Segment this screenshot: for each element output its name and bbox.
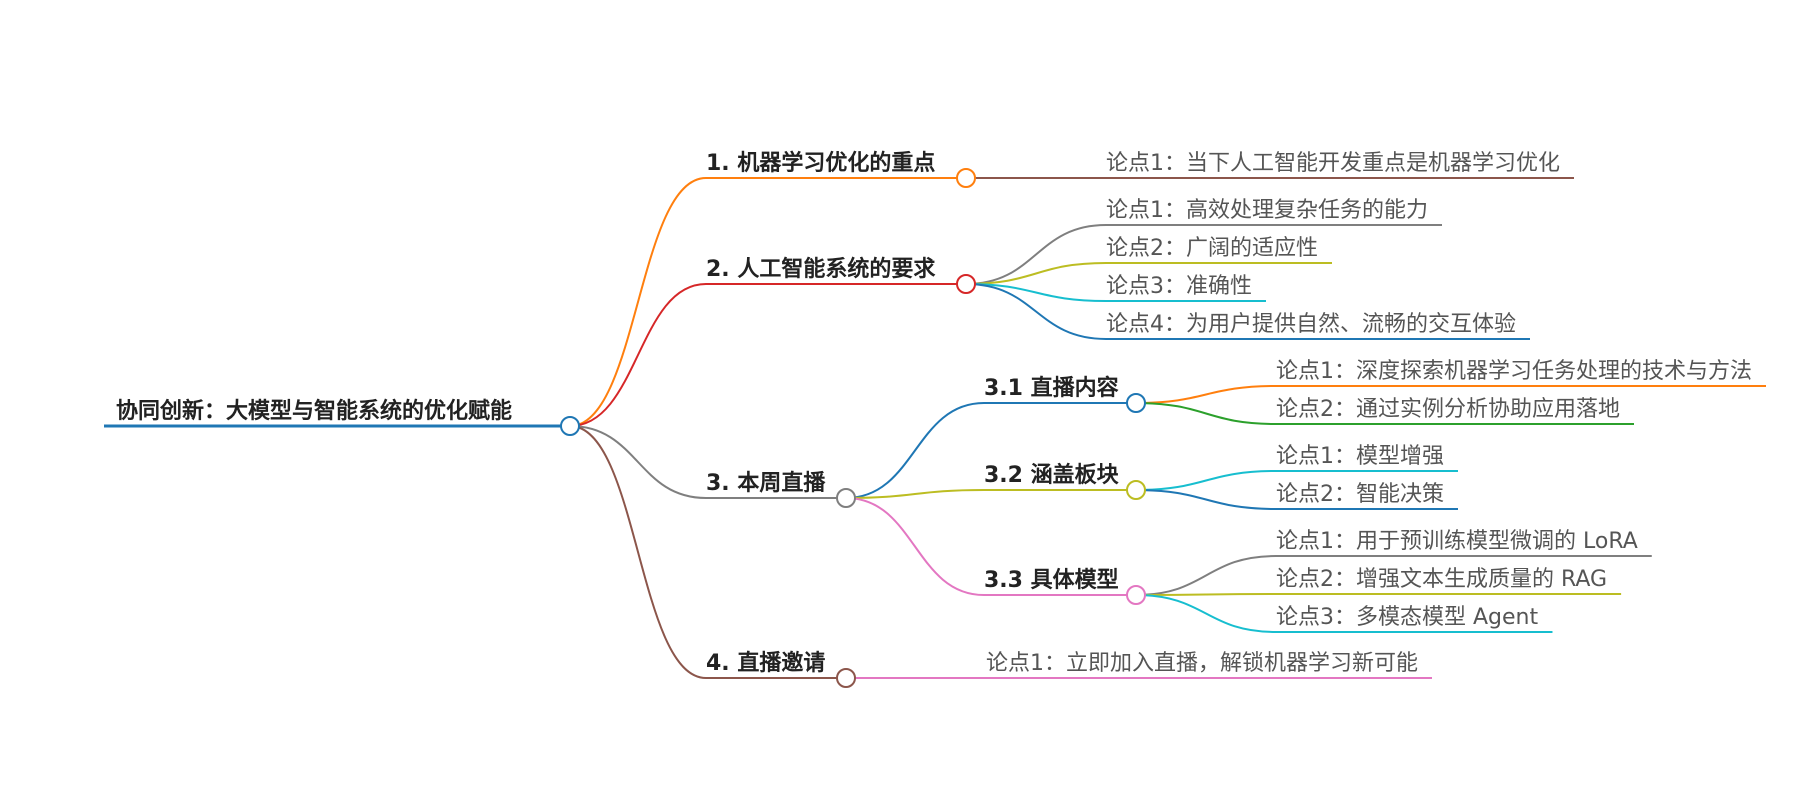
leaf-1-1[interactable]: 论点1：当下人工智能开发重点是机器学习优化	[966, 151, 1574, 179]
edges-layer	[569, 177, 1277, 679]
subbranch-3-2[interactable]: 3.2 涵盖板块	[984, 462, 1136, 491]
connector-dots-layer	[560, 168, 1146, 688]
edge-root-to-branch-1	[569, 177, 707, 427]
edge-root-to-branch-2	[569, 283, 707, 427]
subbranch-3-3[interactable]: 3.3 具体模型	[984, 568, 1136, 596]
root-connector-dot[interactable]	[560, 416, 580, 436]
edge-to-leaf-8	[1135, 470, 1277, 491]
leaf-3-1-2-label: 论点2：通过实例分析协助应用落地	[1276, 397, 1620, 422]
leaf-4-1[interactable]: 论点1：立即加入直播，解锁机器学习新可能	[846, 651, 1432, 679]
edge-branch-3-to-sub-3-3	[845, 497, 985, 596]
branch-3[interactable]: 3. 本周直播	[706, 470, 846, 499]
leaf-2-2[interactable]: 论点2：广阔的适应性	[1106, 236, 1332, 264]
leaf-3-2-2[interactable]: 论点2：智能决策	[1276, 482, 1458, 510]
branch-4-label: 4. 直播邀请	[706, 650, 825, 676]
branch-1-label: 1. 机器学习优化的重点	[706, 150, 935, 176]
leaf-2-3[interactable]: 论点3：准确性	[1106, 274, 1266, 302]
edge-to-leaf-9	[1135, 489, 1277, 510]
leaf-2-4[interactable]: 论点4：为用户提供自然、流畅的交互体验	[1106, 312, 1530, 340]
leaf-3-3-2-label: 论点2：增强文本生成质量的 RAG	[1276, 567, 1607, 592]
edge-to-leaf-12	[1135, 594, 1277, 633]
root-label: 协同创新：大模型与智能系统的优化赋能	[116, 398, 512, 424]
branch-4[interactable]: 4. 直播邀请	[706, 650, 846, 679]
branch-3-label: 3. 本周直播	[706, 470, 826, 496]
edge-to-leaf-3	[965, 262, 1107, 285]
leaf-3-3-2[interactable]: 论点2：增强文本生成质量的 RAG	[1276, 567, 1622, 595]
leaf-2-3-label: 论点3：准确性	[1106, 274, 1252, 299]
subbranch-3-3-label: 3.3 具体模型	[984, 568, 1119, 593]
subbranch-3-1[interactable]: 3.1 直播内容	[984, 375, 1136, 404]
subbranch-3-1-connector-dot[interactable]	[1126, 393, 1146, 413]
leaf-3-3-1[interactable]: 论点1：用于预训练模型微调的 LoRA	[1276, 529, 1652, 557]
edge-to-leaf-4	[965, 283, 1107, 302]
subbranch-3-3-connector-dot[interactable]	[1126, 585, 1146, 605]
edge-root-to-branch-3	[569, 425, 707, 499]
edge-root-to-branch-4	[569, 425, 707, 679]
leaf-3-2-2-label: 论点2：智能决策	[1276, 482, 1444, 507]
edge-to-leaf-5	[965, 283, 1107, 340]
leaf-3-2-1[interactable]: 论点1：模型增强	[1276, 444, 1458, 472]
root-node[interactable]: 协同创新：大模型与智能系统的优化赋能	[104, 398, 570, 428]
branch-2-connector-dot[interactable]	[956, 274, 976, 294]
branch-2-label: 2. 人工智能系统的要求	[706, 256, 935, 282]
leaf-3-3-1-label: 论点1：用于预训练模型微调的 LoRA	[1276, 529, 1638, 554]
leaf-4-1-label: 论点1：立即加入直播，解锁机器学习新可能	[986, 651, 1418, 676]
subbranch-3-1-label: 3.1 直播内容	[984, 375, 1119, 401]
branch-3-connector-dot[interactable]	[836, 488, 856, 508]
leaf-3-3-3-label: 论点3：多模态模型 Agent	[1276, 605, 1538, 630]
edge-branch-3-to-sub-3-1	[845, 402, 985, 499]
leaf-2-1-label: 论点1：高效处理复杂任务的能力	[1106, 198, 1428, 223]
subbranch-3-2-connector-dot[interactable]	[1126, 480, 1146, 500]
edge-branch-3-to-sub-3-2	[845, 489, 985, 499]
edge-to-leaf-11	[1135, 593, 1277, 596]
branch-4-connector-dot[interactable]	[836, 668, 856, 688]
edge-to-leaf-2	[965, 224, 1107, 285]
leaf-3-1-1-label: 论点1：深度探索机器学习任务处理的技术与方法	[1276, 359, 1752, 384]
leaf-3-2-1-label: 论点1：模型增强	[1276, 444, 1444, 469]
branch-2[interactable]: 2. 人工智能系统的要求	[706, 256, 966, 285]
leaf-2-1[interactable]: 论点1：高效处理复杂任务的能力	[1106, 198, 1442, 226]
branch-1[interactable]: 1. 机器学习优化的重点	[706, 150, 966, 179]
leaf-2-2-label: 论点2：广阔的适应性	[1106, 236, 1318, 261]
leaf-2-4-label: 论点4：为用户提供自然、流畅的交互体验	[1106, 312, 1516, 337]
edge-to-leaf-6	[1135, 385, 1277, 404]
leaf-3-1-2[interactable]: 论点2：通过实例分析协助应用落地	[1276, 397, 1634, 425]
edge-to-leaf-10	[1135, 555, 1277, 596]
leaf-1-1-label: 论点1：当下人工智能开发重点是机器学习优化	[1106, 151, 1560, 176]
branch-1-connector-dot[interactable]	[956, 168, 976, 188]
subbranch-3-2-label: 3.2 涵盖板块	[984, 462, 1120, 488]
leaf-3-1-1[interactable]: 论点1：深度探索机器学习任务处理的技术与方法	[1276, 359, 1766, 387]
leaf-3-3-3[interactable]: 论点3：多模态模型 Agent	[1276, 605, 1553, 633]
edge-to-leaf-7	[1135, 402, 1277, 425]
